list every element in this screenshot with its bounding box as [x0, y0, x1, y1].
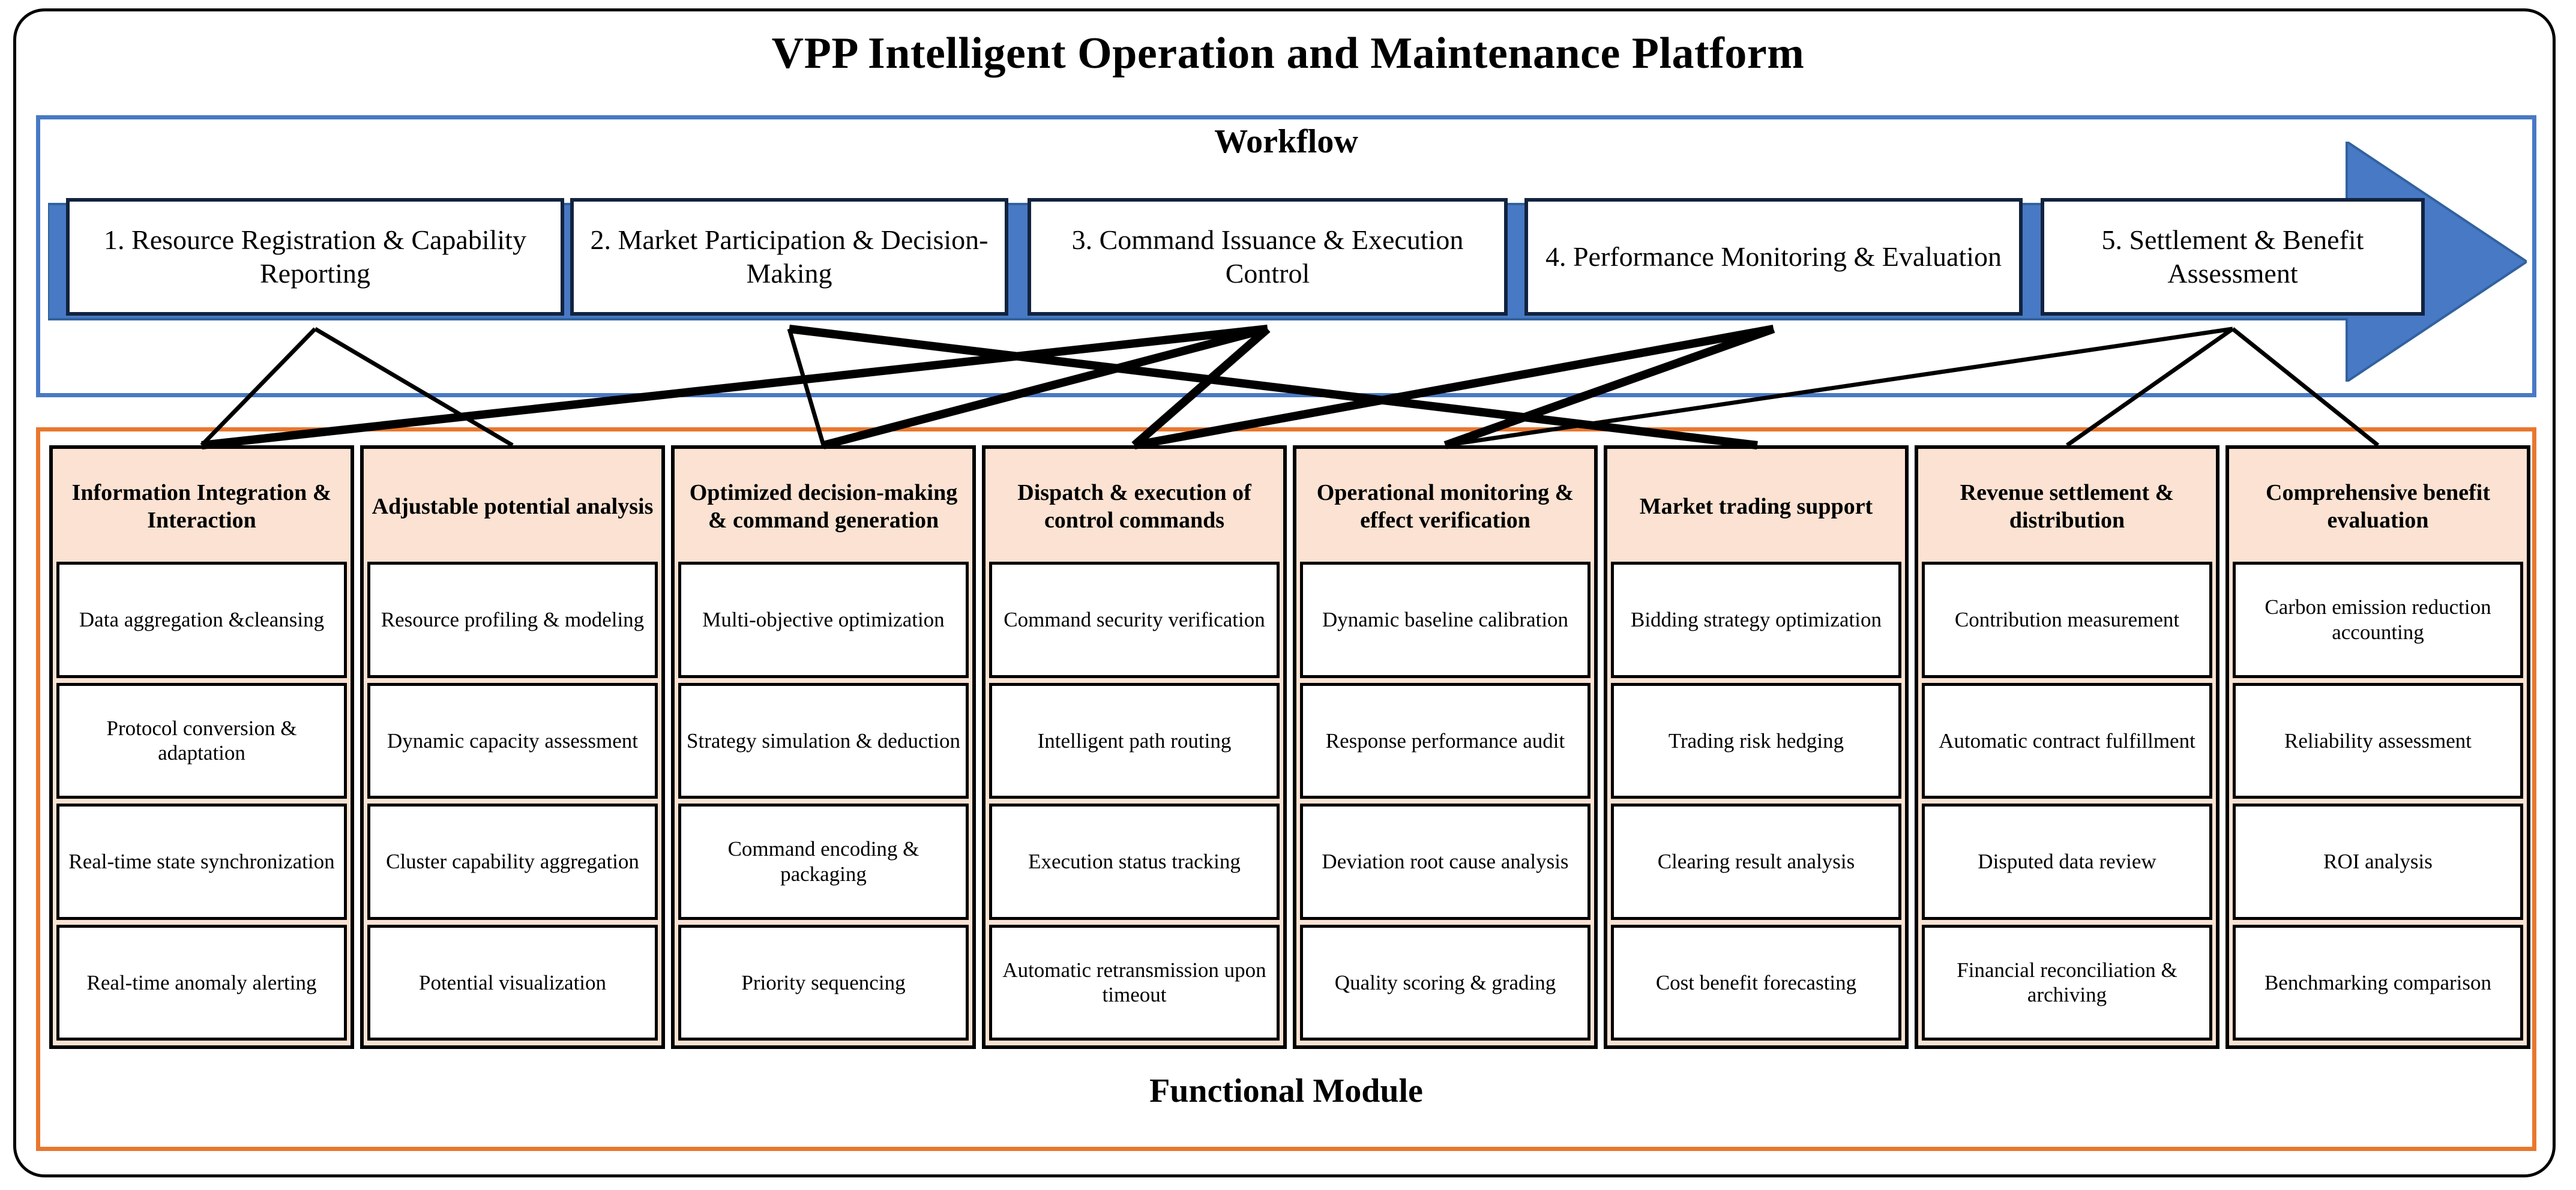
- functional-module-label: Functional Module: [1149, 1072, 1423, 1110]
- module-item-list: Data aggregation &cleansing Protocol con…: [56, 562, 347, 1042]
- module-item[interactable]: Automatic contract fulfillment: [1922, 682, 2212, 799]
- module-column-title: Dispatch & execution of control commands: [1017, 480, 1251, 533]
- module-item[interactable]: Dynamic capacity assessment: [367, 682, 658, 799]
- module-column-market-trading-support[interactable]: Market trading support Bidding strategy …: [1604, 445, 1909, 1049]
- module-item[interactable]: Real-time state synchronization: [56, 804, 347, 920]
- module-column-title: Operational monitoring & effect verifica…: [1316, 480, 1574, 533]
- module-item-list: Bidding strategy optimization Trading ri…: [1611, 562, 1901, 1042]
- workflow-stage-2[interactable]: 2. Market Participation & Decision-Makin…: [570, 198, 1008, 316]
- module-item[interactable]: Dynamic baseline calibration: [1300, 562, 1590, 678]
- module-item[interactable]: Multi-objective optimization: [678, 562, 969, 678]
- module-column-title: Adjustable potential analysis: [372, 494, 654, 520]
- module-item[interactable]: Potential visualization: [367, 924, 658, 1041]
- module-item-list: Resource profiling & modeling Dynamic ca…: [367, 562, 658, 1042]
- module-item[interactable]: Response performance audit: [1300, 682, 1590, 799]
- module-item-list: Carbon emission reduction accounting Rel…: [2233, 562, 2523, 1042]
- module-item[interactable]: Intelligent path routing: [989, 682, 1280, 799]
- module-item[interactable]: Command security verification: [989, 562, 1280, 678]
- module-item[interactable]: Real-time anomaly alerting: [56, 924, 347, 1041]
- module-column-optimized-decision-making[interactable]: Optimized decision-making & command gene…: [671, 445, 976, 1049]
- module-column-operational-monitoring[interactable]: Operational monitoring & effect verifica…: [1293, 445, 1598, 1049]
- module-item[interactable]: Automatic retransmission upon timeout: [989, 924, 1280, 1041]
- module-item[interactable]: Resource profiling & modeling: [367, 562, 658, 678]
- module-item[interactable]: ROI analysis: [2233, 804, 2523, 920]
- workflow-stage-1[interactable]: 1. Resource Registration & Capability Re…: [66, 198, 564, 316]
- page-title: VPP Intelligent Operation and Maintenanc…: [771, 29, 1805, 78]
- module-column-comprehensive-benefit[interactable]: Comprehensive benefit evaluation Carbon …: [2225, 445, 2530, 1049]
- module-column-adjustable-potential[interactable]: Adjustable potential analysis Resource p…: [360, 445, 665, 1049]
- module-item-list: Contribution measurement Automatic contr…: [1922, 562, 2212, 1042]
- module-item[interactable]: Protocol conversion & adaptation: [56, 682, 347, 799]
- module-column-title: Market trading support: [1639, 494, 1873, 520]
- module-item-list: Command security verification Intelligen…: [989, 562, 1280, 1042]
- module-column-title: Comprehensive benefit evaluation: [2266, 480, 2490, 533]
- module-item[interactable]: Deviation root cause analysis: [1300, 804, 1590, 920]
- module-item[interactable]: Command encoding & packaging: [678, 804, 969, 920]
- module-item[interactable]: Trading risk hedging: [1611, 682, 1901, 799]
- module-item[interactable]: Data aggregation &cleansing: [56, 562, 347, 678]
- workflow-stage-4[interactable]: 4. Performance Monitoring & Evaluation: [1524, 198, 2023, 316]
- workflow-label: Workflow: [1214, 123, 1358, 160]
- module-item[interactable]: Priority sequencing: [678, 924, 969, 1041]
- module-column-information-integration[interactable]: Information Integration & Interaction Da…: [49, 445, 354, 1049]
- module-item[interactable]: Reliability assessment: [2233, 682, 2523, 799]
- module-item[interactable]: Carbon emission reduction accounting: [2233, 562, 2523, 678]
- module-item[interactable]: Financial reconciliation & archiving: [1922, 924, 2212, 1041]
- module-item[interactable]: Strategy simulation & deduction: [678, 682, 969, 799]
- module-item[interactable]: Contribution measurement: [1922, 562, 2212, 678]
- module-item[interactable]: Quality scoring & grading: [1300, 924, 1590, 1041]
- module-item[interactable]: Cost benefit forecasting: [1611, 924, 1901, 1041]
- module-column-title: Optimized decision-making & command gene…: [689, 480, 958, 533]
- module-column-revenue-settlement[interactable]: Revenue settlement & distribution Contri…: [1915, 445, 2219, 1049]
- module-item[interactable]: Cluster capability aggregation: [367, 804, 658, 920]
- module-column-title: Revenue settlement & distribution: [1960, 480, 2174, 533]
- module-item[interactable]: Clearing result analysis: [1611, 804, 1901, 920]
- module-item[interactable]: Disputed data review: [1922, 804, 2212, 920]
- module-item-list: Dynamic baseline calibration Response pe…: [1300, 562, 1590, 1042]
- workflow-stage-5[interactable]: 5. Settlement & Benefit Assessment: [2041, 198, 2425, 316]
- module-column-title: Information Integration & Interaction: [71, 480, 332, 533]
- module-column-dispatch-execution[interactable]: Dispatch & execution of control commands…: [982, 445, 1287, 1049]
- module-item[interactable]: Bidding strategy optimization: [1611, 562, 1901, 678]
- module-item[interactable]: Benchmarking comparison: [2233, 924, 2523, 1041]
- module-item-list: Multi-objective optimization Strategy si…: [678, 562, 969, 1042]
- module-item[interactable]: Execution status tracking: [989, 804, 1280, 920]
- workflow-stage-3[interactable]: 3. Command Issuance & Execution Control: [1028, 198, 1508, 316]
